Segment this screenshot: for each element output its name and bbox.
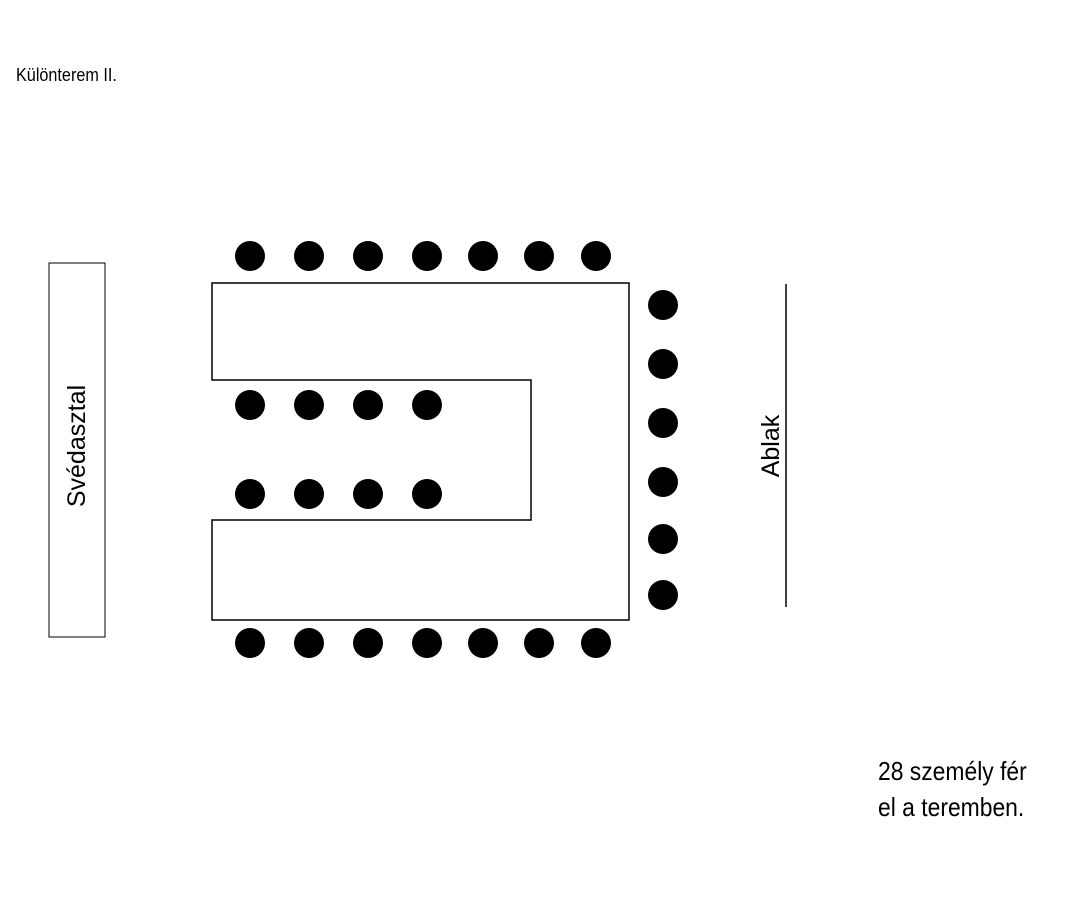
seat-right-2	[648, 349, 678, 379]
buffet-table	[48, 262, 106, 638]
seat-top-6	[524, 241, 554, 271]
seat-top-2	[294, 241, 324, 271]
seat-inner-upper-2	[294, 390, 324, 420]
room-title: Különterem II.	[16, 65, 117, 85]
seat-inner-lower-3	[353, 479, 383, 509]
seat-bottom-2	[294, 628, 324, 658]
seat-inner-lower-2	[294, 479, 324, 509]
capacity-line-2: el a teremben.	[878, 792, 1025, 822]
seat-inner-lower-1	[235, 479, 265, 509]
seat-inner-upper-4	[412, 390, 442, 420]
seat-bottom-6	[524, 628, 554, 658]
buffet-label: Svédasztal	[63, 384, 91, 508]
seat-bottom-7	[581, 628, 611, 658]
seat-right-5	[648, 524, 678, 554]
seat-top-3	[353, 241, 383, 271]
seat-top-1	[235, 241, 265, 271]
seat-right-1	[648, 290, 678, 320]
capacity-line-1: 28 személy fér	[878, 756, 1027, 786]
seat-bottom-5	[468, 628, 498, 658]
seat-inner-upper-3	[353, 390, 383, 420]
seat-bottom-3	[353, 628, 383, 658]
window-label: Ablak	[757, 414, 785, 478]
seat-bottom-1	[235, 628, 265, 658]
capacity-caption: 28 személy fér el a teremben.	[878, 753, 1027, 825]
seat-right-6	[648, 580, 678, 610]
seat-right-4	[648, 467, 678, 497]
seat-top-5	[468, 241, 498, 271]
seat-inner-upper-1	[235, 390, 265, 420]
seat-top-4	[412, 241, 442, 271]
seats-group	[235, 241, 678, 658]
seat-right-3	[648, 408, 678, 438]
seat-bottom-4	[412, 628, 442, 658]
seat-top-7	[581, 241, 611, 271]
seat-inner-lower-4	[412, 479, 442, 509]
u-shaped-table	[211, 282, 630, 621]
